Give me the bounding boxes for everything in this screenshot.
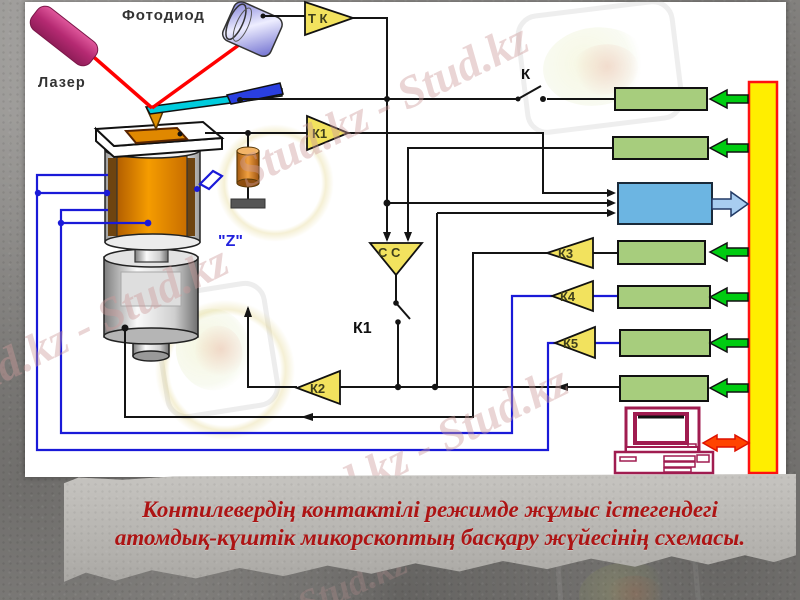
force-sensor [230, 133, 266, 209]
green-arrow-icon [708, 241, 749, 263]
green-arrow-icon [708, 137, 749, 159]
green-block-6 [619, 375, 709, 402]
photodiode-label: Фотодиод [122, 7, 205, 24]
amp-k1-label: К1 [312, 126, 327, 141]
green-block-5 [619, 329, 711, 357]
amp-k4 [549, 279, 594, 313]
drive-wires [35, 169, 620, 452]
cantilever-chip [225, 82, 284, 105]
slide-caption: Контилевердің контактілі режимде жұмыс і… [64, 474, 796, 552]
switch-k1-label: К1 [353, 320, 372, 337]
blue-arrow-icon [711, 190, 750, 218]
blue-block [617, 182, 713, 225]
green-block-3 [617, 240, 706, 265]
caption-line-2: атомдық-күштік микорскоптың басқару жүйе… [114, 525, 746, 550]
green-block-4 [617, 285, 711, 309]
amp-k2-label: К2 [310, 381, 325, 396]
green-block-1 [614, 87, 708, 111]
amp-tk [304, 0, 356, 37]
amp-k3 [544, 236, 594, 270]
amp-k2 [294, 369, 341, 406]
signal-wires [124, 15, 620, 418]
green-arrow-icon [708, 377, 749, 399]
z-axis-label: "Z" [218, 233, 243, 250]
red-double-arrow-icon [701, 433, 751, 453]
drive-wire-junctions [34, 186, 200, 227]
computer-icon [613, 406, 715, 475]
laser-label: Лазер [38, 75, 86, 91]
bus-bar [747, 80, 779, 475]
schematic-svg: Т К К1 С С К2 К3 К4 К5 [29, 0, 779, 475]
amp-k5-label: К5 [563, 336, 578, 351]
laser-beam-reflected [150, 40, 245, 110]
sample-stage [93, 120, 225, 159]
sample [123, 126, 190, 145]
switch-k-label: К [521, 66, 531, 83]
wire-junctions [121, 13, 546, 391]
amp-k1 [306, 114, 351, 152]
piezo-scanner [103, 141, 201, 362]
amp-cc-label: С С [378, 245, 401, 260]
piezo-tube [116, 155, 188, 238]
amp-k5 [552, 325, 596, 360]
amp-k3-label: К3 [558, 246, 573, 261]
caption-line-1: Контилевердің контактілі режимде жұмыс і… [142, 497, 718, 522]
green-arrow-icon [708, 332, 749, 354]
green-arrows [708, 88, 749, 399]
laser-beam [86, 50, 154, 110]
amp-cc [368, 242, 424, 277]
amp-k4-label: К4 [560, 289, 576, 304]
green-arrow-icon [708, 88, 749, 110]
wire-arrowheads [244, 189, 616, 421]
green-block-2 [612, 136, 709, 160]
green-arrow-icon [708, 286, 749, 308]
amp-tk-label: Т К [308, 11, 328, 26]
laser [29, 5, 99, 67]
